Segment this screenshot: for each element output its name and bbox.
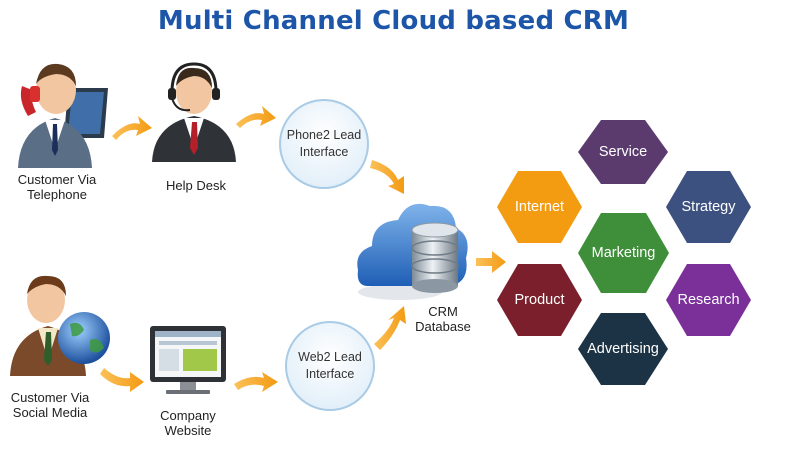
- hex-label-marketing: Marketing: [591, 245, 656, 261]
- hex-label-service: Service: [598, 144, 648, 160]
- caption-help-desk: Help Desk: [166, 178, 226, 193]
- web2lead-label: Web2 Lead Interface: [298, 350, 362, 381]
- hex-marketing: [578, 213, 669, 293]
- arrow-website-to-web2lead: [234, 372, 278, 392]
- person-with-globe-icon: [10, 275, 110, 376]
- hex-label-internet: Internet: [514, 199, 565, 215]
- hex-label-strategy: Strategy: [681, 199, 736, 215]
- arrow-database-to-modules: [476, 251, 506, 273]
- arrow-helpdesk-to-phone2lead: [236, 106, 276, 128]
- hex-label-advertising: Advertising: [587, 341, 659, 357]
- headset-agent-icon: [152, 62, 236, 162]
- hex-service: [578, 120, 668, 184]
- phone2lead-label: Phone2 Lead Interface: [286, 128, 362, 159]
- monitor-website-icon: [150, 326, 226, 394]
- caption-customer-social: Customer Via Social Media: [10, 390, 90, 420]
- hex-label-product: Product: [514, 292, 565, 308]
- caption-company-website: Company Website: [160, 408, 216, 438]
- phone2lead-bubble: [279, 99, 369, 189]
- hex-advertising: [578, 313, 668, 385]
- caption-customer-telephone: Customer Via Telephone: [17, 172, 97, 202]
- hex-internet: [497, 171, 582, 243]
- arrow-phone2lead-to-database: [370, 160, 404, 194]
- arrow-social-to-website: [100, 368, 144, 392]
- arrows: [100, 106, 506, 392]
- web2lead-bubble: [285, 321, 375, 411]
- person-with-phone-icon: [18, 63, 108, 168]
- hex-research: [666, 264, 751, 336]
- hex-strategy: [666, 171, 751, 243]
- hex-label-research: Research: [677, 292, 740, 308]
- arrow-web2lead-to-database: [374, 306, 406, 350]
- arrow-telephone-to-helpdesk: [112, 116, 152, 140]
- module-hexagons: [497, 120, 751, 385]
- caption-crm-database: CRM Database: [415, 304, 471, 334]
- cloud-database-icon: [357, 203, 468, 300]
- hex-product: [497, 264, 582, 336]
- page-title: Multi Channel Cloud based CRM: [157, 6, 630, 36]
